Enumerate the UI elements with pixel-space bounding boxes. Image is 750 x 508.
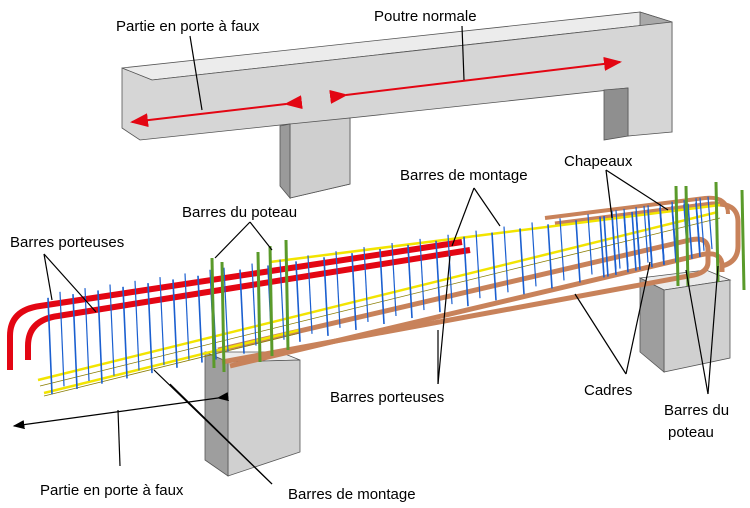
stirrup-back — [391, 242, 397, 317]
stirrup — [435, 240, 441, 313]
label-cantilever-bottom: Partie en porte à faux — [40, 482, 184, 499]
stirrup-back — [59, 291, 65, 387]
stirrup — [47, 297, 53, 395]
stirrup — [575, 220, 581, 283]
normal-span-arrow — [329, 56, 622, 104]
stirrup — [695, 202, 701, 258]
stirrup — [659, 207, 665, 265]
stirrup — [611, 214, 617, 275]
stirrup-back — [184, 273, 190, 360]
stirrup-back — [643, 205, 649, 263]
column-bar — [210, 257, 216, 369]
column-bar — [256, 251, 262, 363]
stirrup-back — [307, 255, 313, 334]
stirrup — [635, 211, 641, 270]
stirrup-back — [363, 247, 369, 322]
stirrup-back — [159, 277, 165, 366]
stirrup-back — [531, 222, 537, 287]
column-bars — [210, 181, 746, 373]
label-column-bars-right-2: poteau — [668, 424, 714, 441]
column-right — [638, 269, 732, 373]
label-normal-beam: Poutre normale — [374, 8, 477, 25]
stirrup — [599, 216, 605, 278]
stirrup — [603, 216, 609, 277]
column-bar — [268, 245, 274, 357]
label-bearing-bars-mid: Barres porteuses — [330, 389, 444, 406]
column-bar — [684, 185, 690, 287]
stirrup — [519, 228, 525, 295]
stirrup-back — [251, 263, 257, 346]
stirrup-back — [503, 226, 509, 293]
stirrup — [239, 269, 245, 354]
stirrup — [687, 203, 693, 259]
column-bar — [714, 181, 720, 283]
label-caps: Chapeaux — [564, 153, 633, 170]
stirrup-back — [84, 288, 90, 382]
column-bar — [220, 261, 226, 373]
stirrup — [379, 248, 385, 325]
stirrup — [671, 206, 677, 263]
stirrup-back — [447, 234, 453, 305]
concrete-beam-top — [121, 11, 673, 200]
stirrup — [547, 224, 553, 289]
column-bar — [674, 185, 680, 287]
label-column-bars-left: Barres du poteau — [182, 204, 297, 221]
label-assembly-bars-bottom: Barres de montage — [288, 486, 416, 503]
stirrup — [463, 236, 469, 307]
label-assembly-bars-top: Barres de montage — [400, 167, 528, 184]
stirrup-back — [699, 197, 705, 251]
stirrup-back — [587, 214, 593, 275]
stirrup-back — [419, 238, 425, 311]
column-bar — [740, 189, 746, 291]
stirrup-back — [559, 218, 565, 281]
caps-bars — [544, 195, 741, 269]
stirrup-back — [335, 251, 341, 328]
stirrup — [323, 257, 329, 336]
stirrup — [72, 294, 78, 390]
label-column-bars-right-1: Barres du — [664, 402, 729, 419]
cantilever-bottom-arrow — [12, 392, 229, 430]
stirrup — [623, 213, 629, 273]
column-left — [204, 351, 301, 477]
column-bar — [284, 239, 290, 351]
stirrup — [197, 275, 203, 363]
stirrup-back — [475, 230, 481, 299]
stirrup — [295, 261, 301, 342]
stirrup — [491, 232, 497, 301]
stirrup — [122, 286, 128, 379]
label-stirrups: Cadres — [584, 382, 632, 399]
stirrups — [47, 196, 713, 395]
stirrup-back — [134, 280, 140, 371]
stirrup — [647, 209, 653, 268]
label-cantilever-top: Partie en porte à faux — [116, 18, 260, 35]
stirrup — [351, 253, 357, 330]
stirrup — [172, 279, 178, 368]
stirrup-back — [109, 284, 115, 376]
main-bearing-bars — [7, 239, 471, 370]
stirrup — [631, 211, 637, 271]
stirrup-back — [615, 210, 621, 269]
stirrup-back — [707, 196, 713, 250]
label-bearing-bars-left: Barres porteuses — [10, 234, 124, 251]
stirrup — [407, 244, 413, 319]
stirrup — [147, 283, 153, 374]
stirrup-back — [223, 267, 229, 352]
cantilever-span-arrow — [130, 95, 303, 128]
stirrup-back — [279, 259, 285, 340]
stirrup — [97, 290, 103, 384]
